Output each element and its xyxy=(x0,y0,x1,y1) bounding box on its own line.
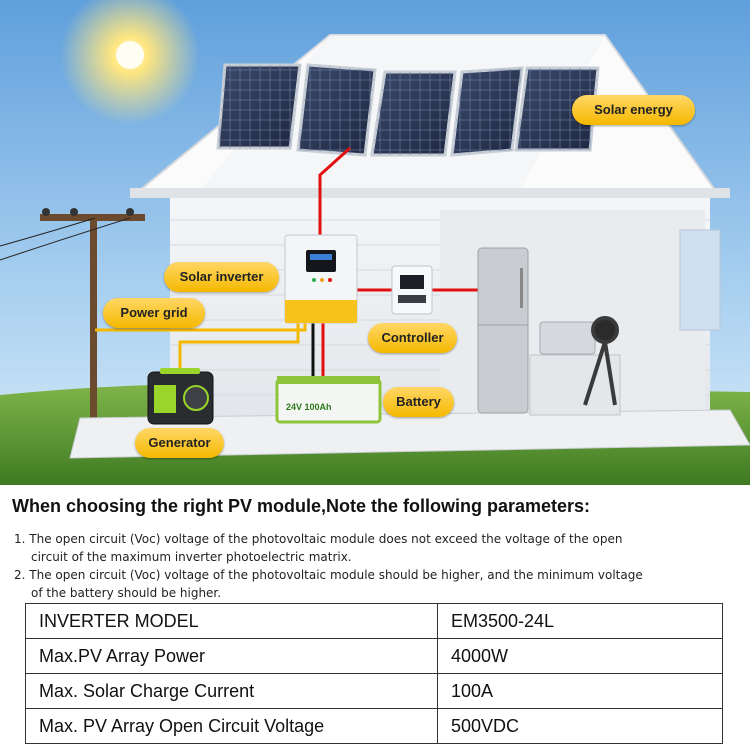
solar-energy-label: Solar energy xyxy=(572,95,695,125)
generator-label: Generator xyxy=(135,428,224,458)
generator-unit xyxy=(147,368,214,425)
microwave xyxy=(539,321,596,355)
note-number: 2. xyxy=(14,568,26,582)
spec-value: 4000W xyxy=(437,638,723,674)
battery-print: 24V 100Ah xyxy=(286,402,332,412)
note-text-line2: circuit of the maximum inverter photoele… xyxy=(31,550,352,564)
utility-pole xyxy=(0,208,145,419)
spec-table: INVERTER MODEL EM3500-24L Max.PV Array P… xyxy=(25,603,723,744)
solar-inverter-label: Solar inverter xyxy=(164,262,279,292)
spec-value: 500VDC xyxy=(437,708,723,744)
note-text-line2: of the battery should be higher. xyxy=(31,586,222,600)
table-row: INVERTER MODEL EM3500-24L xyxy=(25,603,723,639)
note-text-line1: The open circuit (Voc) voltage of the ph… xyxy=(29,568,643,582)
spec-label: INVERTER MODEL xyxy=(25,603,438,639)
table-row: Max.PV Array Power 4000W xyxy=(25,638,723,674)
battery-label: Battery xyxy=(383,387,454,417)
note-item: 2. The open circuit (Voc) voltage of the… xyxy=(14,566,738,602)
solar-panels xyxy=(216,63,600,157)
note-item: 1. The open circuit (Voc) voltage of the… xyxy=(14,530,738,566)
spec-label: Max. PV Array Open Circuit Voltage xyxy=(25,708,438,744)
power-grid-label: Power grid xyxy=(103,298,205,328)
battery-unit: 24V 100Ah xyxy=(275,376,382,424)
spec-value: 100A xyxy=(437,673,723,709)
parameters-heading: When choosing the right PV module,Note t… xyxy=(12,496,591,516)
solar-system-illustration: 24V 100Ah Solar energy Solar inverter Po… xyxy=(0,0,750,485)
spec-label: Max.PV Array Power xyxy=(25,638,438,674)
table-row: Max. PV Array Open Circuit Voltage 500VD… xyxy=(25,708,723,744)
scene-graphic: 24V 100Ah xyxy=(0,0,750,485)
note-number: 1. xyxy=(14,532,26,546)
fridge xyxy=(477,247,529,414)
fan xyxy=(583,316,619,406)
table-row: Max. Solar Charge Current 100A xyxy=(25,673,723,709)
controller-label: Controller xyxy=(368,323,457,353)
spec-label: Max. Solar Charge Current xyxy=(25,673,438,709)
inverter-unit xyxy=(284,234,358,324)
charge-controller xyxy=(391,265,433,315)
spec-value: EM3500-24L xyxy=(437,603,723,639)
note-text-line1: The open circuit (Voc) voltage of the ph… xyxy=(29,532,623,546)
